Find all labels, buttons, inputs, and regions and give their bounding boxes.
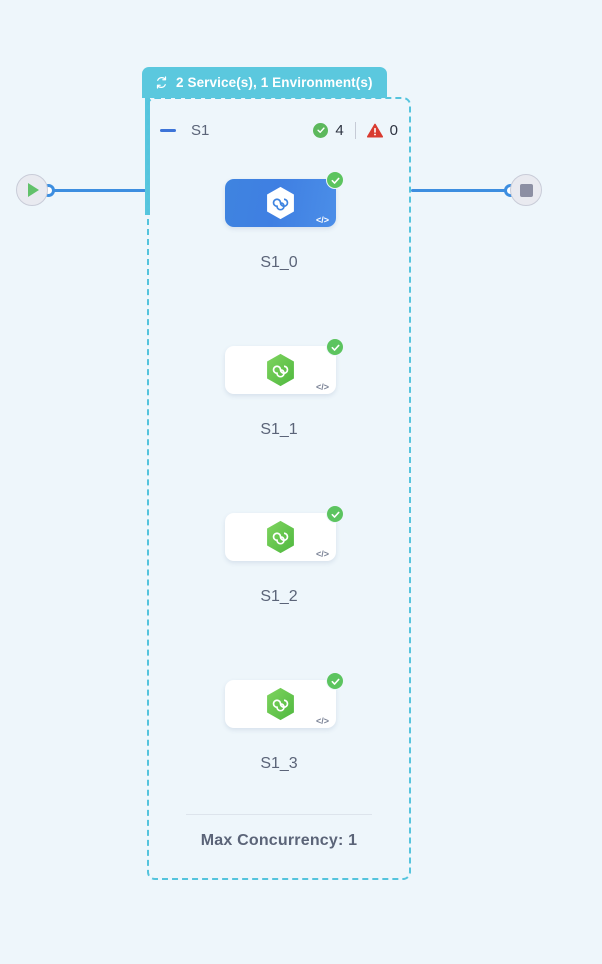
service-group-container[interactable] — [147, 97, 411, 880]
service-name-label: S1 — [191, 121, 210, 139]
warning-triangle-icon — [366, 123, 383, 138]
service-row-s1[interactable]: S1 4 0 — [160, 116, 398, 144]
edge-group-to-end — [411, 189, 511, 192]
service-counters: 4 0 — [313, 121, 398, 139]
footer-divider — [186, 814, 372, 815]
warn-count: 0 — [389, 121, 398, 139]
max-concurrency-label: Max Concurrency: 1 — [200, 832, 358, 849]
node-card[interactable]: </> — [225, 338, 344, 394]
node-card-default[interactable]: </> — [225, 680, 336, 728]
minus-collapse-icon[interactable] — [160, 128, 176, 132]
check-circle-icon — [326, 672, 344, 690]
end-node[interactable] — [510, 174, 542, 206]
node-card[interactable]: </> — [225, 171, 344, 227]
group-header-label: 2 Service(s), 1 Environment(s) — [176, 75, 373, 90]
check-circle-icon — [313, 122, 329, 138]
group-header-badge[interactable]: 2 Service(s), 1 Environment(s) — [142, 67, 387, 98]
service-hexagon-icon — [267, 687, 294, 721]
ok-count: 4 — [335, 121, 344, 139]
counter-divider — [354, 121, 356, 139]
code-glyph-icon[interactable]: </> — [315, 716, 329, 726]
service-hexagon-icon — [267, 353, 294, 387]
check-circle-icon — [326, 505, 344, 523]
start-node[interactable] — [16, 174, 48, 206]
node-label: S1_1 — [260, 421, 298, 438]
check-circle-icon — [326, 171, 344, 189]
node-label: S1_2 — [260, 588, 298, 605]
code-glyph-icon[interactable]: </> — [315, 549, 329, 559]
code-glyph-icon[interactable]: </> — [315, 215, 329, 225]
code-glyph-icon[interactable]: </> — [315, 382, 329, 392]
stop-icon — [519, 183, 533, 197]
node-card-selected[interactable]: </> — [225, 179, 336, 227]
play-icon — [28, 183, 39, 197]
edge-start-to-group — [48, 189, 146, 192]
node-label: S1_3 — [260, 755, 298, 772]
refresh-cycle-icon — [156, 76, 167, 89]
service-hexagon-icon — [267, 520, 294, 554]
node-label: S1_0 — [260, 254, 298, 271]
check-circle-icon — [326, 338, 344, 356]
node-card[interactable]: </> — [225, 672, 344, 728]
node-card-default[interactable]: </> — [225, 513, 336, 561]
node-card[interactable]: </> — [225, 505, 344, 561]
node-card-default[interactable]: </> — [225, 346, 336, 394]
service-hexagon-icon — [267, 186, 294, 220]
